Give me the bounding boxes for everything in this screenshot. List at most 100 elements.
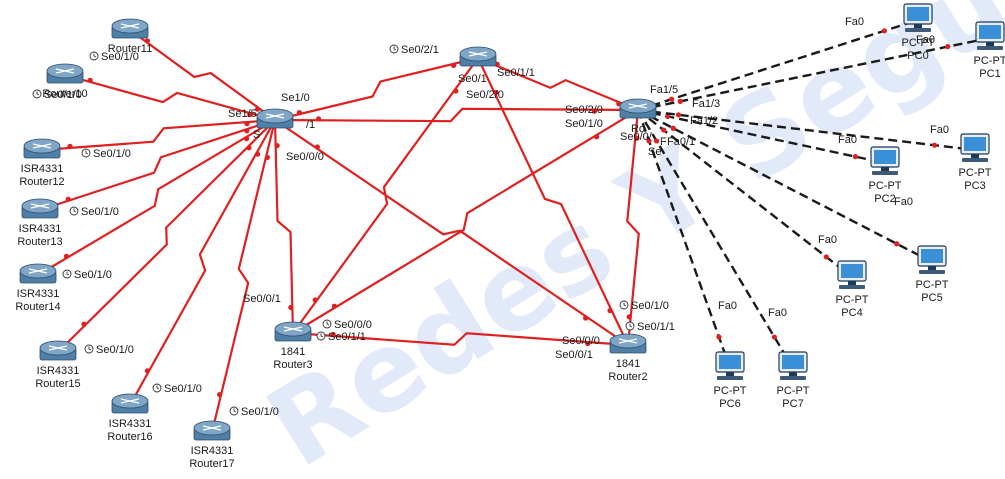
port-label: Se0/1/0: [69, 206, 119, 218]
link-endpoint-marker: [583, 315, 589, 321]
port-label-text: Se0/0/: [620, 131, 653, 143]
device-name-label: PC6: [719, 398, 740, 410]
link-endpoint-marker: [67, 143, 73, 149]
link-endpoint-marker: [296, 109, 302, 116]
port-label: Se0/1/0: [84, 344, 134, 356]
link-endpoint-marker: [65, 196, 71, 202]
port-label: Fa1/2: [690, 115, 718, 127]
link-endpoint-marker: [63, 253, 70, 259]
link-endpoint-marker: [607, 307, 613, 314]
link-endpoint-marker: [626, 314, 632, 320]
link-rc-r17: [210, 119, 277, 433]
link-r0-pc3: [637, 108, 976, 152]
port-label-text: Se0/1/1: [328, 331, 366, 343]
link-endpoint-marker: [243, 136, 250, 142]
port-label-text: Fa0: [916, 34, 935, 46]
link-endpoint-marker: [634, 135, 640, 141]
link-endpoint-marker: [264, 154, 271, 161]
link-endpoint-marker: [646, 138, 652, 144]
port-label-text: S: [253, 129, 260, 141]
port-label: Se0/1/0: [32, 89, 82, 101]
device-r11[interactable]: Router11: [108, 18, 152, 55]
device-name-label: PC4: [841, 307, 862, 319]
port-label: Fa0: [894, 196, 913, 208]
port-label: Se0/1/0: [229, 406, 279, 418]
port-label-text: Se0/1/0: [44, 89, 82, 101]
device-model-label: PC-PT: [902, 37, 935, 49]
link-rc-r13: [39, 118, 276, 212]
link-endpoint-marker: [81, 321, 87, 327]
device-name-label: Ro: [631, 123, 645, 135]
port-label-text: Fa0: [838, 134, 857, 146]
port-label-text: Se1/5: [228, 108, 257, 120]
device-rc[interactable]: [256, 108, 294, 129]
link-r0-pc4: [637, 109, 853, 278]
link-endpoint-marker: [493, 89, 499, 96]
port-label: Se1/0: [281, 92, 310, 104]
port-label: Fa1/5: [650, 84, 678, 96]
link-r0-r2: [626, 109, 640, 346]
link-endpoint-marker: [144, 368, 150, 374]
port-label-text: Fa1/5: [650, 84, 678, 96]
link-endpoint-marker: [274, 142, 280, 149]
port-label: Se0/0/0: [322, 319, 372, 331]
port-label-text: Se0/0/1: [555, 349, 593, 361]
link-endpoint-marker: [585, 340, 591, 347]
link-rc-r2: [274, 119, 629, 346]
link-r1-r0: [477, 56, 639, 112]
port-label: Se0/1/0: [565, 118, 603, 130]
device-name-label: PC0: [907, 50, 928, 62]
port-label: Se: [648, 146, 661, 158]
port-label-text: /1: [306, 119, 315, 131]
port-label-text: Se0/1/0: [565, 118, 603, 130]
device-model-label: ISR4331: [109, 418, 152, 430]
device-model-label: 1841: [616, 358, 640, 370]
device-r1[interactable]: [459, 46, 497, 67]
port-label-text: Se0/1/0: [74, 269, 112, 281]
port-label-text: Se0/0/0: [334, 319, 372, 331]
link-endpoint-marker: [255, 106, 261, 112]
device-model-label: ISR4331: [19, 223, 62, 235]
port-label-text: Se0/0/0: [286, 151, 324, 163]
device-name-label: Router16: [107, 431, 152, 443]
link-endpoint-marker: [931, 142, 938, 148]
link-endpoint-marker: [823, 254, 829, 260]
port-label-text: Se0/2/0: [466, 89, 504, 101]
link-endpoint-marker: [945, 44, 951, 50]
port-label-text: Se0/1/0: [241, 406, 279, 418]
device-r10[interactable]: Router10: [42, 63, 88, 100]
devices-layer: Router11Router10ISR4331Router12ISR4331Ro…: [15, 3, 1005, 470]
device-r0[interactable]: Ro: [619, 98, 657, 135]
device-model-label: ISR4331: [37, 365, 80, 377]
link-endpoint-marker: [665, 113, 671, 119]
link-endpoint-marker: [144, 38, 150, 44]
port-label-text: Fa0/1: [667, 136, 695, 148]
port-label: Fa0/1: [667, 136, 695, 148]
link-rc-r10: [64, 73, 276, 122]
link-endpoint-marker: [288, 304, 294, 311]
port-label-text: Se0/1/1: [497, 67, 535, 79]
links-layer: [37, 18, 991, 433]
port-label-text: Se0/1/1: [637, 321, 675, 333]
port-label: Fa0: [768, 307, 787, 319]
link-endpoint-marker: [247, 112, 253, 118]
port-label-text: Fa0: [818, 234, 837, 246]
link-endpoint-marker: [255, 151, 261, 157]
